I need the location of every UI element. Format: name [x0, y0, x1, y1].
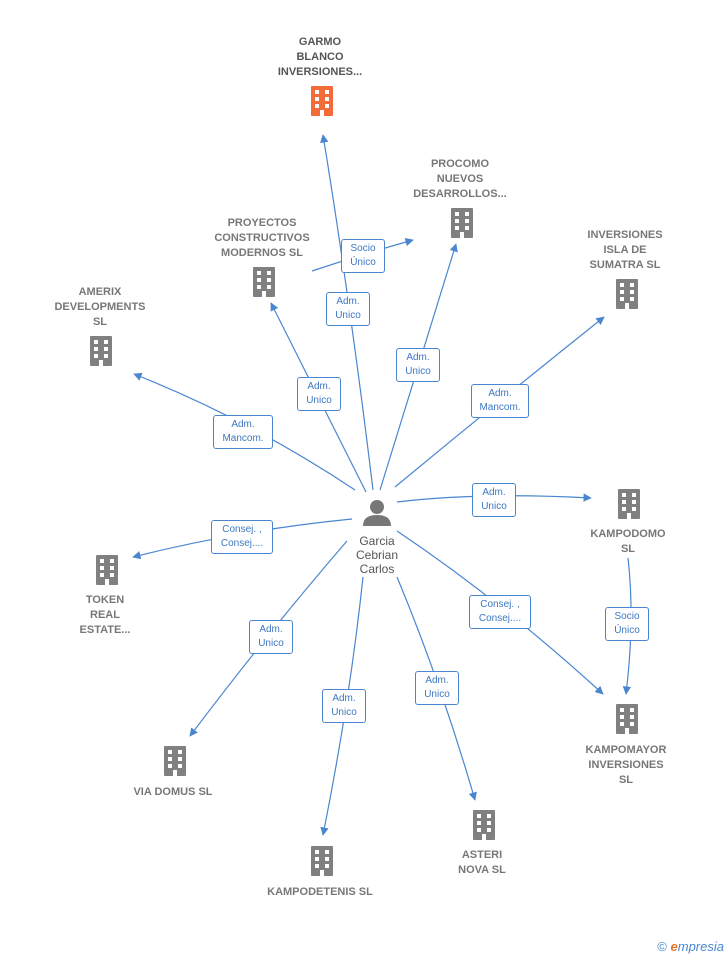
edge-label-person-token[interactable]: Consej. , Consej....: [211, 520, 273, 554]
brand-name: mpresia: [677, 939, 724, 954]
company-label-kampodomo[interactable]: KAMPODOMO SL: [590, 528, 666, 555]
building-icon-garmo[interactable]: [311, 86, 333, 116]
edge-label-person-proyectos[interactable]: Adm. Unico: [297, 377, 341, 411]
company-label-asteri[interactable]: ASTERI NOVA SL: [458, 849, 506, 876]
company-label-viadomus[interactable]: VIA DOMUS SL: [133, 786, 213, 798]
edge-label-person-amerix[interactable]: Adm. Mancom.: [213, 415, 273, 449]
person-label[interactable]: Garcia Cebrian Carlos: [355, 534, 399, 576]
company-label-isla[interactable]: INVERSIONES ISLA DE SUMATRA SL: [587, 229, 663, 271]
edge-label-person-kampodetenis[interactable]: Adm. Unico: [322, 689, 366, 723]
building-icon-proyectos[interactable]: [253, 267, 275, 297]
edge-label-person-kampomayor[interactable]: Consej. , Consej....: [469, 595, 531, 629]
edge-label-person-kampodomo[interactable]: Adm. Unico: [472, 483, 516, 517]
edge-label-person-viadomus[interactable]: Adm. Unico: [249, 620, 293, 654]
edge-label-person-isla[interactable]: Adm. Mancom.: [471, 384, 529, 418]
edge-label-person-asteri[interactable]: Adm. Unico: [415, 671, 459, 705]
company-label-garmo[interactable]: GARMO BLANCO INVERSIONES...: [277, 36, 363, 78]
edge-label-person-procomo[interactable]: Adm. Unico: [396, 348, 440, 382]
building-icon-amerix[interactable]: [90, 336, 112, 366]
company-label-kampomayor[interactable]: KAMPOMAYOR INVERSIONES SL: [585, 744, 667, 786]
building-icon-kampodomo[interactable]: [618, 489, 640, 519]
company-label-proyectos[interactable]: PROYECTOS CONSTRUCTIVOS MODERNOS SL: [214, 217, 310, 259]
building-icon-isla[interactable]: [616, 279, 638, 309]
edge-label-person-garmo[interactable]: Adm. Unico: [326, 292, 370, 326]
building-icon-viadomus[interactable]: [164, 746, 186, 776]
company-label-procomo[interactable]: PROCOMO NUEVOS DESARROLLOS...: [413, 158, 507, 200]
building-icon-asteri[interactable]: [473, 810, 495, 840]
building-icon-token[interactable]: [96, 555, 118, 585]
building-icon-procomo[interactable]: [451, 208, 473, 238]
company-label-token[interactable]: TOKEN REAL ESTATE...: [79, 594, 131, 636]
building-icon-kampomayor[interactable]: [616, 704, 638, 734]
copyright-icon: ©: [657, 939, 667, 954]
building-icon-kampodetenis[interactable]: [311, 846, 333, 876]
edge-label-proyectos-procomo[interactable]: Socio Único: [341, 239, 385, 273]
person-icon[interactable]: [363, 500, 391, 526]
brand-initial: e: [670, 939, 678, 954]
company-label-amerix[interactable]: AMERIX DEVELOPMENTS SL: [54, 286, 146, 328]
company-label-kampodetenis[interactable]: KAMPODETENIS SL: [267, 886, 373, 898]
edge-label-kampodomo-kampomayor[interactable]: Socio Único: [605, 607, 649, 641]
empresia-logo: © empresia: [657, 939, 724, 954]
